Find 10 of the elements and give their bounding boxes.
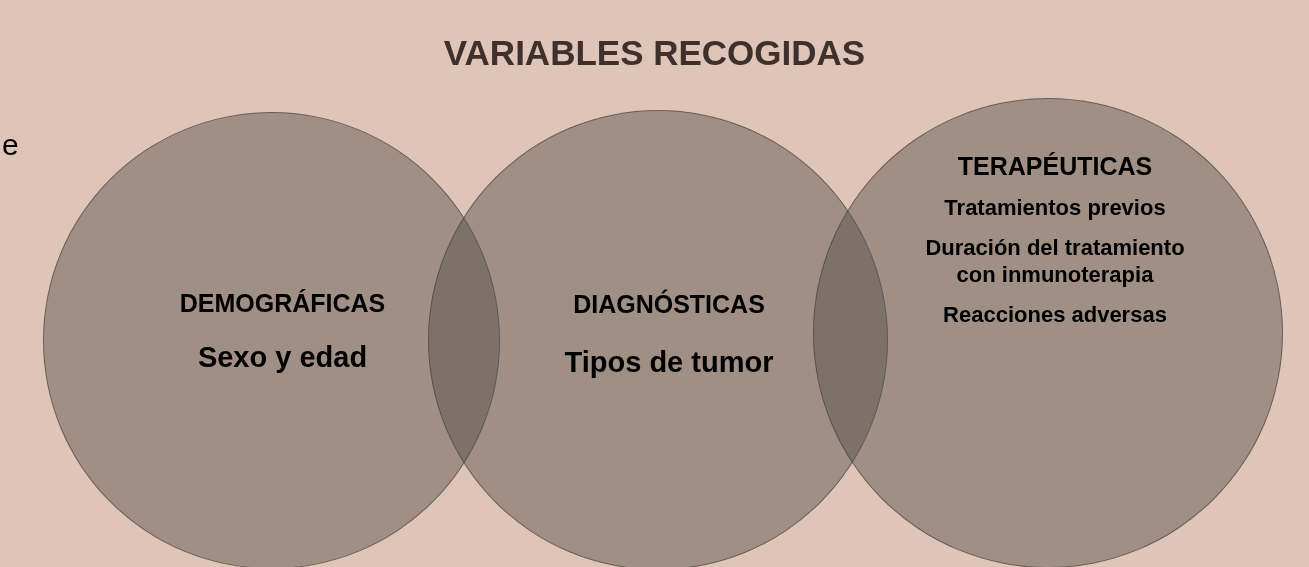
category-heading: DIAGNÓSTICAS [573,289,765,319]
diagram-title: VARIABLES RECOGIDAS [442,33,867,73]
variable-text: Sexo y edad [197,340,368,375]
category-heading: TERAPÉUTICAS [957,151,1153,181]
variable-text: Duración del tratamiento con inmunoterapia [924,235,1186,289]
text-fragment: e [2,128,19,162]
category-heading: DEMOGRÁFICAS [179,288,386,318]
variable-text: Tipos de tumor [564,345,774,380]
variable-text: Reacciones adversas [943,302,1167,329]
variable-text: Tratamientos previos [944,195,1166,222]
